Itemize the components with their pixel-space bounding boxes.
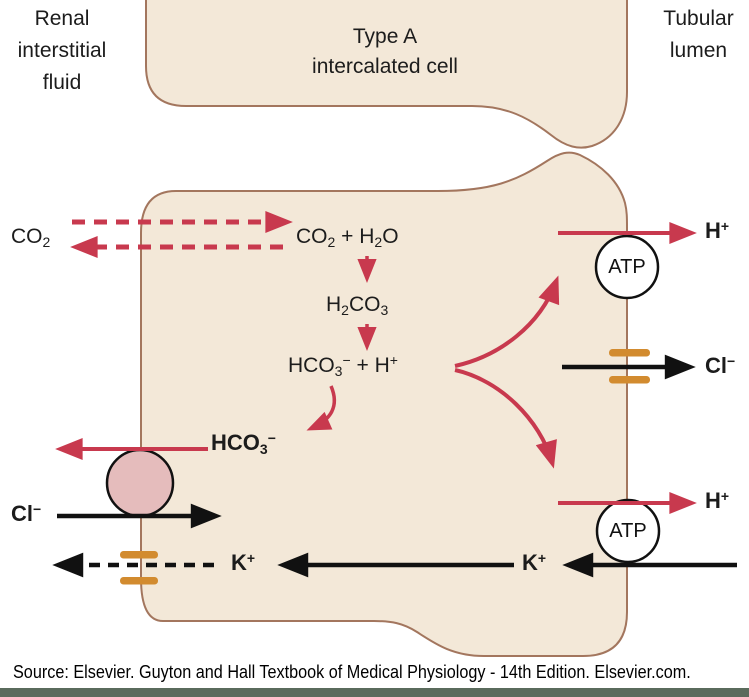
chloride-bicarbonate-exchanger [105, 448, 175, 518]
source-attribution: Source: Elsevier. Guyton and Hall Textbo… [13, 662, 691, 682]
upper-cell-body [145, 0, 628, 149]
footer-bar [0, 688, 749, 697]
hk-atpase-pump-bottom [595, 498, 661, 564]
renal-interstitial-fluid-label: Renal interstitial fluid [17, 7, 107, 94]
atp-label-top: ATP [608, 255, 646, 278]
main-cell-body [140, 151, 628, 657]
formula-hco3-h: HCO3− + H+ [288, 352, 398, 379]
formula-h2co3: H2CO3 [326, 293, 389, 318]
h-atpase-pump-top [594, 234, 660, 300]
formula-k-inner-left: K+ [231, 550, 256, 575]
formula-k-inner-right: K+ [522, 550, 547, 575]
potassium-channel-left [120, 551, 158, 585]
formula-co2-h2o: CO2 + H2O [296, 225, 399, 250]
chloride-channel-right [609, 349, 650, 384]
formula-h-bottom: H+ [705, 488, 730, 513]
h-branch-arrow-down [454, 368, 557, 469]
formula-co2-outside: CO2 [11, 225, 51, 250]
tubular-lumen-label: Tubular lumen [663, 7, 734, 62]
formula-cl-right: Cl− [705, 353, 736, 378]
hco3-hook-arrow [306, 385, 337, 431]
formula-hco3-bold: HCO3− [211, 430, 276, 457]
cell-title: Type A intercalated cell [312, 25, 458, 78]
formula-cl-out-left: Cl− [11, 501, 42, 526]
h-branch-arrow-up [454, 275, 560, 368]
formula-h-top: H+ [705, 218, 730, 243]
atp-label-bottom: ATP [609, 519, 647, 542]
